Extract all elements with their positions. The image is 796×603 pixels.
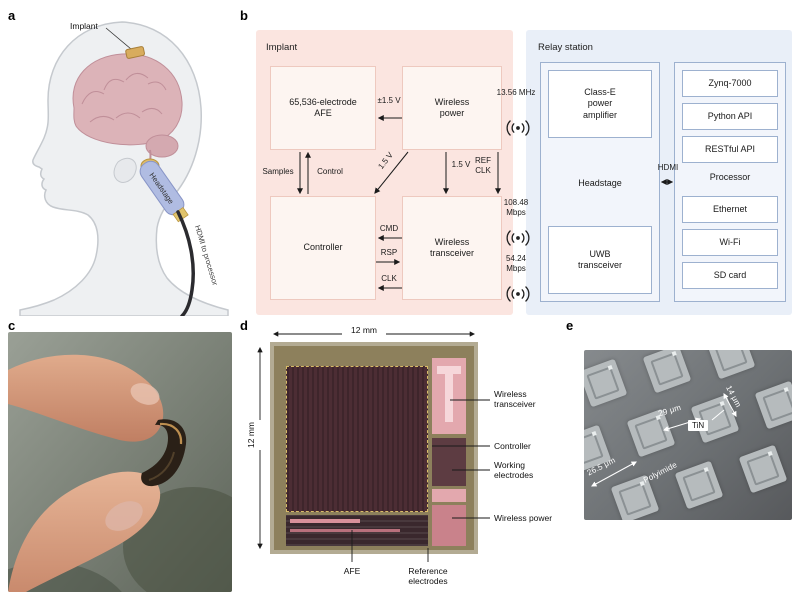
signal-ref-clk: REF CLK xyxy=(475,156,491,175)
signal-samples: Samples xyxy=(262,167,294,176)
thumb-nail xyxy=(105,501,143,531)
rf-waves-icon xyxy=(506,120,530,136)
relay-headstage-label: Headstage xyxy=(578,178,622,188)
chip-dim-top: 12 mm xyxy=(351,325,377,335)
block-wireless-transceiver: Wireless transceiver xyxy=(402,196,502,300)
panel-b-label: b xyxy=(240,8,248,23)
block-controller: Controller xyxy=(270,196,376,300)
panel-d-label: d xyxy=(240,318,248,333)
afe-reference-region xyxy=(286,515,428,546)
arrow-1v5-diagonal xyxy=(374,151,409,194)
block-ethernet: Ethernet xyxy=(682,196,778,223)
measure-265um xyxy=(591,461,637,487)
chip-photo xyxy=(270,342,478,554)
panel-a-label: a xyxy=(8,8,16,23)
callout-wireless-transceiver: Wireless transceiver xyxy=(494,389,536,410)
block-zynq: Zynq-7000 xyxy=(682,70,778,97)
chip-dim-left: 12 mm xyxy=(246,422,256,448)
working-electrodes-region xyxy=(432,489,466,502)
signal-1v5-vertical: 1.5 V xyxy=(451,160,471,169)
measure-14um xyxy=(723,393,737,417)
link-uplink: 108.48 Mbps xyxy=(503,198,529,217)
link-power-carrier: 13.56 MHz xyxy=(496,88,536,97)
block-uwb-transceiver: UWB transceiver xyxy=(548,226,652,294)
implant-photo-art xyxy=(8,332,232,592)
panel-c-label: c xyxy=(8,318,16,333)
implant-title: Implant xyxy=(266,42,298,53)
block-class-e-amplifier: Class-E power amplifier xyxy=(548,70,652,138)
antenna-shape xyxy=(445,366,453,422)
signal-control: Control xyxy=(317,167,343,176)
index-finger xyxy=(8,354,164,442)
block-sd-card: SD card xyxy=(682,262,778,289)
cable-label: HDMI to processor xyxy=(193,224,220,287)
block-python-api: Python API xyxy=(682,103,778,130)
flexible-implant-device xyxy=(141,419,187,487)
wireless-transceiver-region xyxy=(432,358,466,434)
rf-waves-icon xyxy=(506,286,530,302)
block-restful-api: RESTful API xyxy=(682,136,778,163)
implant-photo xyxy=(8,332,232,592)
note-tin: TiN xyxy=(688,420,709,431)
signal-rsp: RSP xyxy=(380,248,398,257)
implant-leader-line xyxy=(105,27,132,50)
hdmi-cable xyxy=(176,210,195,316)
chip-annotation-lines xyxy=(257,331,490,562)
thumb xyxy=(8,471,161,592)
signal-pm15v: ±1.5 V xyxy=(377,96,401,105)
signal-hdmi: HDMI xyxy=(657,163,679,172)
signal-arrows-layer xyxy=(297,115,674,291)
wireless-power-region xyxy=(432,505,466,546)
block-afe: 65,536-electrode AFE xyxy=(270,66,376,150)
implant-label: Implant xyxy=(70,21,99,31)
callout-working-electrodes: Working electrodes xyxy=(494,460,534,481)
processor-label: Processor xyxy=(709,172,751,182)
head-illustration: Headstage Implant HDMI to processor xyxy=(19,21,229,316)
callout-controller: Controller xyxy=(494,441,531,451)
tin-leader xyxy=(711,409,725,421)
callout-afe: AFE xyxy=(343,566,361,576)
sem-measure-lines xyxy=(591,393,737,487)
panel-e-label: e xyxy=(566,318,574,333)
signal-clk: CLK xyxy=(381,274,397,283)
block-wireless-power: Wireless power xyxy=(402,66,502,150)
link-downlink: 54.24 Mbps xyxy=(505,254,527,273)
callout-wireless-power: Wireless power xyxy=(494,513,553,523)
electrode-array-region xyxy=(286,366,428,512)
sem-image: 29 μm 14 μm TiN 26.5 μm Polyimide xyxy=(584,350,792,520)
signal-cmd: CMD xyxy=(379,224,399,233)
rf-waves-icon xyxy=(506,230,530,246)
implant-chip xyxy=(125,46,145,59)
relay-title: Relay station xyxy=(538,42,593,53)
ear xyxy=(113,157,137,183)
callout-reference-electrodes: Reference electrodes xyxy=(408,566,448,587)
block-wifi: Wi-Fi xyxy=(682,229,778,256)
